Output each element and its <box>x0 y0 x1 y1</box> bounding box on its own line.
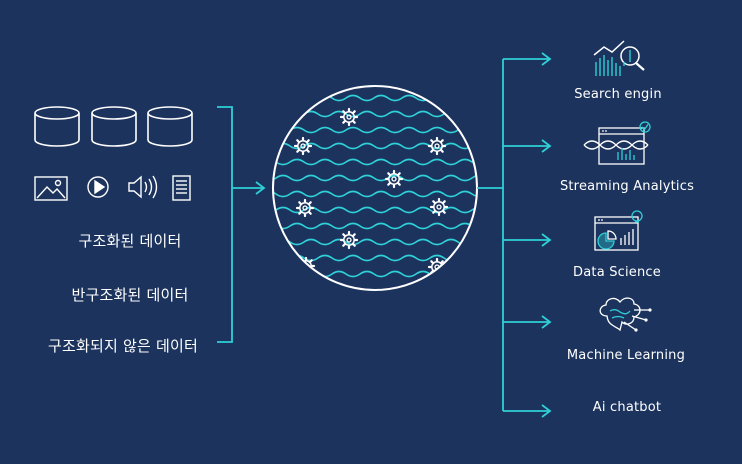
data-lake-icon <box>272 85 478 291</box>
wave-line <box>273 222 477 230</box>
database-icon <box>91 106 137 147</box>
gear-icon <box>339 107 359 127</box>
wave-line <box>273 190 477 198</box>
output-arrow <box>503 404 552 418</box>
output-arrow <box>503 233 552 247</box>
input-label-structured: 구조화된 데이터 <box>78 232 182 250</box>
output-arrow <box>503 315 552 329</box>
streaming-analytics-icon <box>583 121 651 165</box>
output-label-streaming-analytics: Streaming Analytics <box>559 179 695 194</box>
input-label-unstructured: 구조화되지 않은 데이터 <box>48 337 198 355</box>
wave-line <box>273 142 477 150</box>
gear-icon <box>384 169 404 189</box>
input-arrow <box>232 181 266 195</box>
wave-line <box>273 158 477 166</box>
gear-icons <box>293 107 449 277</box>
wave-line <box>273 126 477 134</box>
database-icon <box>34 106 80 147</box>
data-science-icon <box>594 210 643 251</box>
wave-line <box>273 206 477 214</box>
speaker-icon <box>128 175 158 199</box>
image-icon <box>34 176 68 201</box>
gear-icon <box>295 198 315 218</box>
input-bracket <box>217 106 233 343</box>
output-label-data-science: Data Science <box>573 265 661 280</box>
gear-icon <box>339 230 359 250</box>
wave-lines <box>273 94 477 278</box>
output-label-ai-chatbot: Ai chatbot <box>592 400 662 415</box>
document-icon <box>172 175 191 201</box>
wave-line <box>273 238 477 246</box>
output-label-machine-learning: Machine Learning <box>566 348 686 363</box>
output-label-search-engine: Search engin <box>574 87 662 102</box>
gear-icon <box>427 136 447 156</box>
gear-icon <box>296 256 316 276</box>
output-arrow <box>503 52 552 66</box>
wave-line <box>273 174 477 182</box>
output-arrow <box>503 139 552 153</box>
output-distributor <box>477 59 504 411</box>
gear-icon <box>429 197 449 217</box>
wave-line <box>273 94 477 102</box>
play-icon <box>87 176 109 198</box>
database-icon <box>147 106 193 147</box>
wave-line <box>273 270 477 278</box>
brain-circuit-icon <box>599 297 652 332</box>
input-label-semi-structured: 반구조화된 데이터 <box>71 286 189 304</box>
wave-line <box>273 110 477 118</box>
search-chart-icon <box>593 40 645 76</box>
